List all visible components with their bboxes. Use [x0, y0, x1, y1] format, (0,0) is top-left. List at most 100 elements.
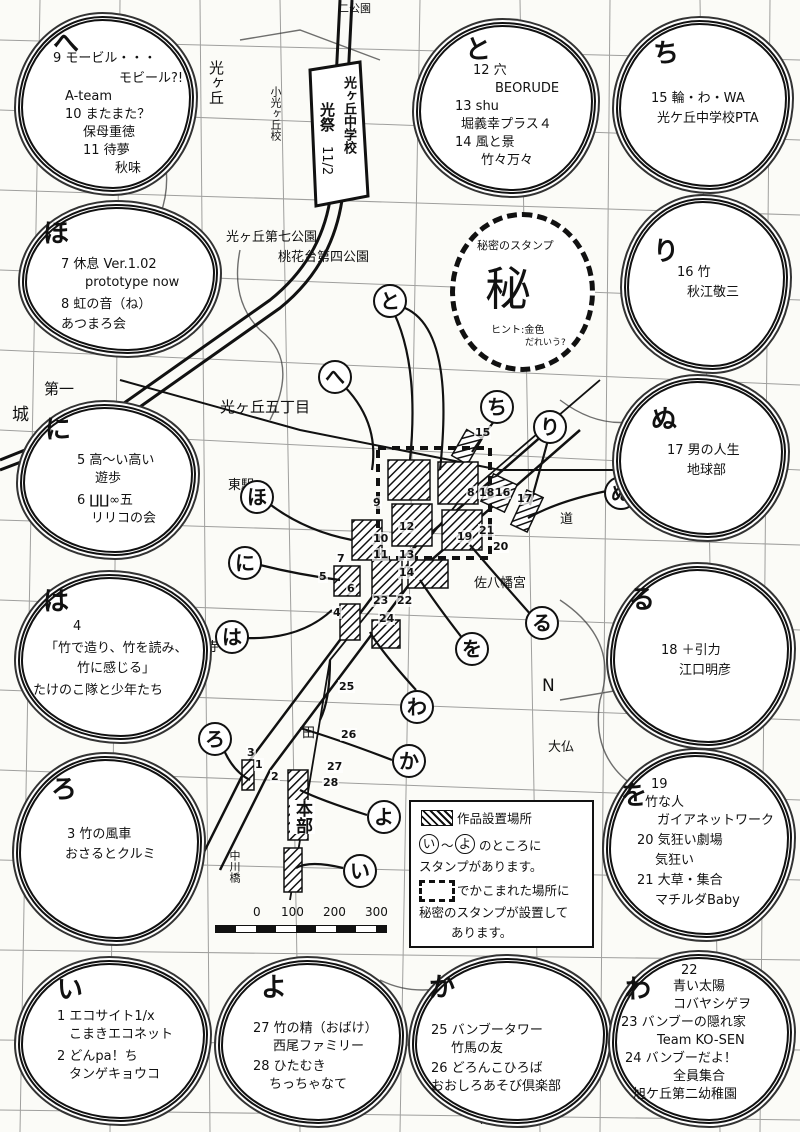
station-line: prototype now [85, 275, 180, 290]
station-line: 3 竹の風車 [67, 827, 132, 842]
ta-label: 田 [302, 726, 316, 741]
station-line: 22 [681, 963, 698, 978]
station-line: マチルダBaby [655, 893, 740, 908]
station-line: 気狂い [655, 853, 695, 868]
block-number: 20 [492, 540, 510, 553]
block-number: 6 [346, 582, 356, 595]
station-line: 16 竹 [677, 265, 711, 280]
station-ni: に 5 高～い高い 遊歩 6 ∐∐∞五 リリコの会 [20, 404, 196, 556]
station-line: 14 風と景 [455, 135, 515, 150]
block-number: 14 [398, 566, 416, 579]
station-line: 11 待夢 [83, 143, 130, 158]
legend-i-mark: い [419, 834, 439, 854]
scale-label: 200 [323, 905, 346, 919]
station-kana: へ [53, 29, 80, 59]
station-yo: よ 27 竹の精（おばけ） 西尾ファミリー 28 ひたむき ちっちゃなて [218, 960, 404, 1124]
legend-secret-3: あります。 [451, 925, 513, 940]
station-line: 9 モービル・・・ [53, 51, 157, 66]
station-line: 27 竹の精（おばけ） [253, 1021, 378, 1036]
station-he: へ 9 モービル・・・ モビール?! A-team 10 またまた？ 保母重徳 … [18, 16, 194, 192]
marker-to: と [373, 284, 407, 318]
hatch-swatch [421, 810, 453, 826]
station-line: 6 ∐∐∞五 [77, 493, 133, 508]
station-line: 8 虹の音（ね） [61, 297, 152, 312]
secret-stamp-glyph: 秘 [485, 262, 531, 316]
station-chi: ち 15 輪・わ・WA 光ケ丘中学校PTA [616, 20, 790, 190]
legend-secret-1: でかこまれた場所に [457, 883, 570, 898]
station-line: 秋味 [115, 161, 142, 176]
kogaoka-label: 光ヶ丘 [207, 60, 225, 105]
secret-stamp-title: 秘密のスタンプ [477, 239, 554, 252]
station-line: 西尾ファミリー [273, 1039, 365, 1054]
station-line: 19 [651, 777, 668, 792]
marker-ha: は [215, 620, 249, 654]
station-line: Team KO-SEN [657, 1033, 745, 1048]
station-line: タンゲキョウコ [69, 1067, 161, 1082]
station-ho: ほ 7 休息 Ver.1.02 prototype now 8 虹の音（ね） あ… [22, 204, 218, 354]
station-ro: ろ 3 竹の風車 おさるとクルミ [16, 756, 202, 942]
station-wo: を 19 竹な人 ガイアネットワーク 20 気狂い劇場 気狂い 21 大草・集合… [606, 752, 792, 938]
block-number: 3 [246, 746, 256, 759]
station-line: 25 バンブータワー [431, 1023, 543, 1038]
marker-wa: わ [400, 690, 434, 724]
station-line: 5 高～い高い [77, 453, 155, 468]
station-kana: か [429, 973, 456, 1003]
park-top-label: 二公園 [338, 2, 371, 15]
station-line: 青い太陽 [673, 979, 726, 994]
station-line: 全員集合 [673, 1069, 726, 1084]
north-label: N [542, 676, 555, 696]
marker-ka: か [392, 744, 426, 778]
marker-he: へ [318, 360, 352, 394]
legend-exhibit: 作品設置場所 [457, 811, 533, 826]
school2-label: 小光ヶ丘校 [269, 86, 282, 141]
station-line: 12 穴 [473, 63, 507, 78]
block-number: 8 [466, 486, 476, 499]
secret-stamp: 秘密のスタンプ 秘 ヒント:金色 だれいう? [450, 212, 595, 372]
station-kana: ほ [43, 219, 70, 249]
marker-ru: る [525, 606, 559, 640]
station-line: 23 バンブーの隠れ家 [621, 1015, 746, 1030]
block-number: 18 [478, 486, 496, 499]
station-nu: ぬ 17 男の人生 地球部 [616, 378, 786, 538]
block-number: 9 [372, 496, 382, 509]
station-ka: か 25 バンブータワー 竹馬の友 26 どろんこひろば おおしろあそび倶楽部 [412, 958, 608, 1124]
block-number: 1 [254, 758, 264, 771]
station-line: 24 バンブーだよ！ [625, 1051, 737, 1066]
station-line: 1 エコサイト1/x [57, 1009, 155, 1024]
legend-tilde: 〜 [441, 838, 454, 853]
kogaoka5-label: 光ヶ丘五丁目 [220, 398, 311, 416]
station-line: 20 気狂い劇場 [637, 833, 723, 848]
block-number: 28 [322, 776, 340, 789]
school-label-group: 光ヶ丘中学校 光祭 11/2 [305, 62, 365, 202]
station-line: 15 輪・わ・WA [651, 91, 745, 106]
block-number: 12 [398, 520, 416, 533]
station-line: A-team [65, 89, 113, 104]
block-number: 5 [318, 570, 328, 583]
marker-chi: ち [480, 390, 514, 424]
block-number: 23 [372, 594, 390, 607]
legend-yo-mark: よ [455, 834, 475, 854]
station-kana: る [629, 585, 656, 615]
station-line: 竹な人 [645, 795, 685, 810]
block-number: 2 [270, 770, 280, 783]
station-line: 17 男の人生 [667, 443, 740, 458]
station-line: 「竹で造り、竹を読み、 [45, 641, 188, 656]
marker-wo: を [455, 632, 489, 666]
station-kana: は [43, 587, 70, 617]
scale-label: 0 [253, 905, 261, 919]
station-kana: よ [261, 973, 288, 1003]
station-kana: を [621, 781, 648, 811]
station-line: ちっちゃなて [269, 1077, 348, 1092]
station-wa: わ 22 青い太陽 コバヤシゲヲ 23 バンブーの隠れ家 Team KO-SEN… [612, 954, 792, 1124]
station-line: コバヤシゲヲ [673, 997, 752, 1012]
map-legend: 作品設置場所 い 〜 よ のところに スタンプがあります。 でかこまれた場所に … [409, 800, 594, 948]
block-number: 22 [396, 594, 414, 607]
station-i: い 1 エコサイト1/x こまきエコネット 2 どんpa！ち タンゲキョウコ [18, 960, 208, 1122]
station-line: おさるとクルミ [65, 847, 156, 862]
school-label: 光ヶ丘中学校 [341, 76, 356, 154]
exhibit-blocks [241, 428, 545, 893]
station-ru: る 18 ＋引力 江口明彦 [610, 566, 792, 746]
station-kana: わ [625, 975, 652, 1005]
station-line: 4 [73, 619, 82, 634]
railway [0, 0, 354, 472]
